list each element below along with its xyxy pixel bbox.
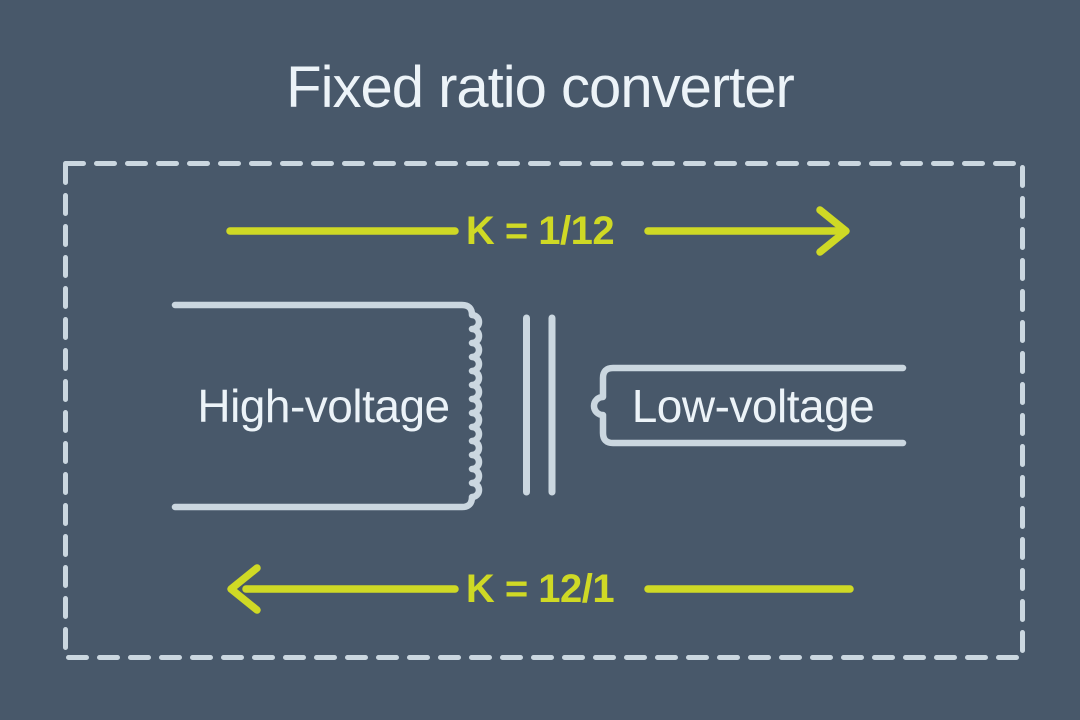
left-arrowhead-icon [227, 564, 261, 614]
diagram-title: Fixed ratio converter [286, 55, 795, 120]
ratio-arrow-bottom [227, 564, 854, 614]
low-voltage-label: Low-voltage [631, 379, 875, 432]
transformer-core [523, 314, 556, 496]
right-arrowhead-icon [816, 206, 850, 256]
ratio-label-top: K = 1/12 [465, 208, 615, 253]
ratio-arrow-top [226, 206, 850, 256]
high-voltage-label: High-voltage [197, 380, 450, 432]
ratio-label-bottom: K = 12/1 [465, 566, 615, 611]
dashed-border [63, 161, 1025, 660]
high-voltage-winding [171, 301, 483, 511]
low-voltage-winding [590, 364, 907, 447]
